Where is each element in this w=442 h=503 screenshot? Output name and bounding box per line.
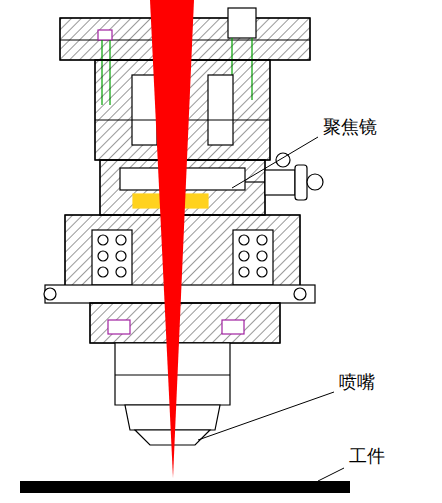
bearing-ball (98, 251, 108, 261)
bearing-ball (239, 235, 249, 245)
bearing-ball (239, 267, 249, 277)
bearing-ball (98, 267, 108, 277)
bearing-ball (98, 235, 108, 245)
housing-outline (44, 8, 344, 481)
bearing-ball (257, 251, 267, 261)
workpiece-plate (20, 481, 350, 493)
laser-beam (150, 0, 194, 478)
bearing-ball (116, 251, 126, 261)
bearing-ball (116, 267, 126, 277)
bearing-ball (257, 235, 267, 245)
bearing-ball (257, 267, 267, 277)
bearing-ball (239, 251, 249, 261)
part-label: 喷嘴 (338, 372, 376, 392)
bearing-ball (116, 235, 126, 245)
part-label: 聚焦镜 (322, 117, 378, 137)
part-label: 工件 (348, 446, 386, 466)
